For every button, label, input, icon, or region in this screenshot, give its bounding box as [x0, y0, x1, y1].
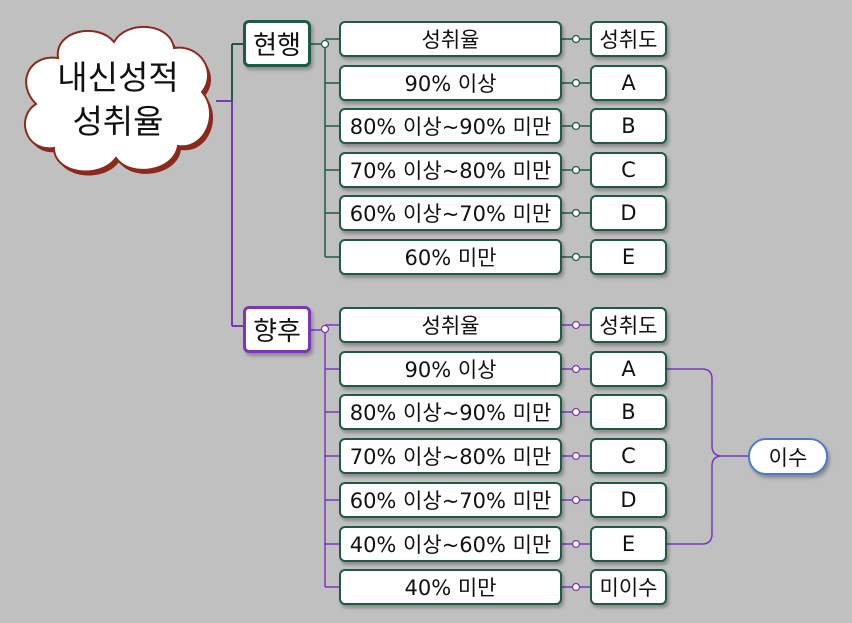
- connector-dot: [571, 451, 581, 461]
- connector-dot: [571, 121, 581, 131]
- cloud-shape: [24, 26, 214, 176]
- connector-dot: [571, 34, 581, 44]
- current-grade-e[interactable]: E: [590, 239, 667, 275]
- current-grade-a[interactable]: A: [590, 65, 667, 101]
- root-title-line1: 내신성적: [57, 58, 179, 97]
- future-rate-e[interactable]: 40% 이상~60% 미만: [339, 526, 562, 562]
- future-rate-a[interactable]: 90% 이상: [339, 351, 562, 387]
- current-rate-header[interactable]: 성취율: [339, 21, 562, 57]
- connector-dot: [571, 252, 581, 262]
- current-grade-b[interactable]: B: [590, 108, 667, 144]
- future-grade-d[interactable]: D: [590, 482, 667, 518]
- connector-dot: [571, 539, 581, 549]
- current-rate-a[interactable]: 90% 이상: [339, 65, 562, 101]
- connector-dot: [571, 364, 581, 374]
- future-rate-header[interactable]: 성취율: [339, 307, 562, 343]
- current-rate-b[interactable]: 80% 이상~90% 미만: [339, 108, 562, 144]
- future-rate-fail[interactable]: 40% 미만: [339, 569, 562, 605]
- current-grade-c[interactable]: C: [590, 152, 667, 188]
- current-rate-d[interactable]: 60% 이상~70% 미만: [339, 195, 562, 231]
- branch-current[interactable]: 현행: [243, 20, 311, 67]
- current-rate-e[interactable]: 60% 미만: [339, 239, 562, 275]
- connector-dot: [571, 165, 581, 175]
- future-grade-c[interactable]: C: [590, 438, 667, 474]
- future-grade-header[interactable]: 성취도: [590, 307, 667, 343]
- current-grade-header[interactable]: 성취도: [590, 21, 667, 57]
- future-rate-c[interactable]: 70% 이상~80% 미만: [339, 438, 562, 474]
- current-rate-c[interactable]: 70% 이상~80% 미만: [339, 152, 562, 188]
- future-grade-e[interactable]: E: [590, 526, 667, 562]
- connector-dot: [571, 78, 581, 88]
- connector-line: [667, 368, 748, 545]
- current-grade-d[interactable]: D: [590, 195, 667, 231]
- connector-dot: [571, 495, 581, 505]
- connector-dot: [320, 39, 330, 49]
- branch-future[interactable]: 향후: [243, 306, 311, 353]
- future-rate-b[interactable]: 80% 이상~90% 미만: [339, 394, 562, 430]
- future-rate-d[interactable]: 60% 이상~70% 미만: [339, 482, 562, 518]
- root-title-line2: 성취율: [72, 102, 164, 141]
- group-label-pass[interactable]: 이수: [748, 438, 828, 475]
- future-grade-a[interactable]: A: [590, 351, 667, 387]
- connector-dot: [571, 407, 581, 417]
- root-topic[interactable]: 내신성적 성취율: [18, 20, 218, 180]
- future-grade-fail[interactable]: 미이수: [590, 569, 667, 605]
- connector-dot: [571, 208, 581, 218]
- connector-dot: [571, 582, 581, 592]
- future-grade-b[interactable]: B: [590, 394, 667, 430]
- connector-dot: [571, 320, 581, 330]
- connector-dot: [320, 324, 330, 334]
